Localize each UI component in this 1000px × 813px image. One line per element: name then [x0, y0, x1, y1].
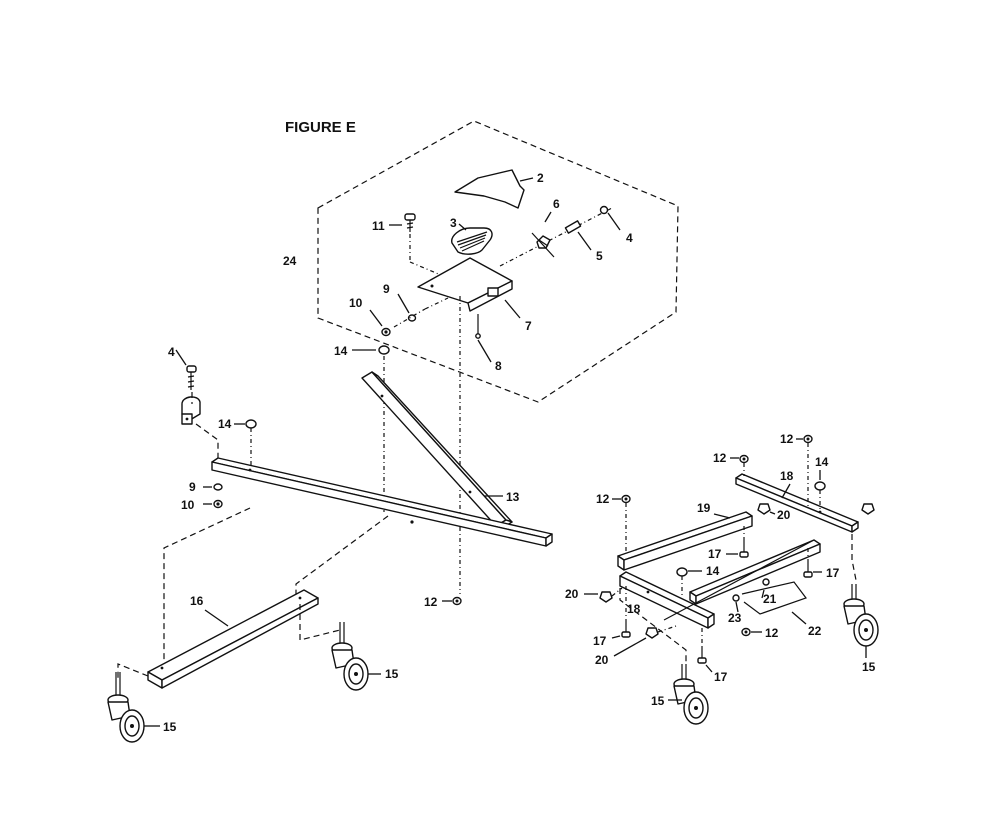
leader-right-caster	[851, 534, 857, 581]
part-4-bolt-left	[175, 349, 197, 390]
part-9-washer	[397, 293, 417, 322]
callout-4: 4	[626, 231, 633, 245]
callout-15-left: 15	[163, 720, 177, 734]
part-11-bolt	[389, 213, 449, 279]
callout-10: 10	[349, 296, 363, 310]
callout-9: 9	[383, 282, 390, 296]
part-8-screw	[475, 314, 492, 363]
callout-12-right-top: 12	[780, 432, 794, 446]
part-12-nut-right-b	[796, 434, 813, 508]
callout-6: 6	[553, 197, 560, 211]
callout-19: 19	[697, 501, 711, 515]
part-10-nut-left	[203, 499, 223, 509]
pivot-hardware-line	[499, 205, 621, 267]
part-10-nut	[369, 309, 391, 337]
callout-17-c: 17	[593, 634, 607, 648]
part-20-knob-b	[584, 587, 623, 603]
callout-23: 23	[728, 611, 742, 625]
part-4-nut	[599, 205, 621, 231]
callout-17-b: 17	[826, 566, 840, 580]
part-18-rail-lower	[619, 571, 715, 629]
callout-3: 3	[450, 216, 457, 230]
callout-12-right-d: 12	[765, 626, 779, 640]
leader-left-caster-right	[619, 588, 687, 662]
callout-4-left: 4	[168, 345, 175, 359]
callout-14-right-a: 14	[815, 455, 829, 469]
part-15-caster-right-bottom	[668, 664, 709, 725]
part-15-caster-left	[107, 672, 160, 743]
part-9-washer-left	[203, 483, 223, 491]
part-rail-long	[211, 457, 553, 547]
callout-8: 8	[495, 359, 502, 373]
part-17-bolt-d	[697, 628, 713, 673]
part-17-bolt-a	[726, 526, 749, 558]
callout-5: 5	[596, 249, 603, 263]
bracket-clamp	[181, 392, 201, 425]
part-14-washer-right-b	[676, 567, 702, 596]
part-15-caster-middle	[331, 622, 381, 691]
callout-13: 13	[506, 490, 520, 504]
part-12-nut-right-a	[730, 454, 749, 476]
callout-20-a: 20	[777, 508, 791, 522]
part-14-washer-top	[352, 345, 390, 355]
callout-18-lower: 18	[627, 602, 641, 616]
part-6-spring	[531, 211, 555, 258]
part-7-pedal-bracket	[417, 257, 521, 319]
callout-16: 16	[190, 594, 204, 608]
callout-21: 21	[763, 592, 777, 606]
assembly-24-boundary	[317, 120, 679, 403]
callout-24: 24	[283, 254, 297, 268]
part-15-caster-right-top	[843, 584, 879, 658]
leader-16-to-caster	[117, 663, 149, 680]
callout-9-left: 9	[189, 480, 196, 494]
part-23-pin	[732, 594, 740, 613]
callout-2: 2	[537, 171, 544, 185]
part-17-bolt-c	[611, 586, 631, 639]
callout-17-a: 17	[708, 547, 722, 561]
part-16-base-bar	[147, 589, 319, 689]
part-20-knob-a	[757, 503, 776, 515]
figure-title: FIGURE E	[285, 119, 356, 136]
part-18-rail-top	[735, 473, 859, 533]
callout-15-right-bottom: 15	[651, 694, 665, 708]
part-2-decal	[454, 169, 534, 209]
callout-labels: 2 3 4 5 6 7 8 9 10 11 24 14 4 14 9 10 13…	[163, 171, 876, 734]
callout-17-d: 17	[714, 670, 728, 684]
part-17-bolt-b	[803, 548, 822, 578]
callout-18-top: 18	[780, 469, 794, 483]
leader-rail-to-16	[163, 507, 251, 662]
part-12-nut-right-d	[741, 627, 762, 637]
callout-15-right-top: 15	[862, 660, 876, 674]
part-19-rail	[617, 511, 753, 571]
part-12-nut-right-c	[612, 494, 631, 552]
callout-12-right-c: 12	[596, 492, 610, 506]
callout-11: 11	[372, 219, 385, 233]
part-20-knob-right	[861, 503, 875, 515]
part-14-washer-right-a	[814, 470, 826, 510]
part-3-pedal-pad	[451, 223, 493, 255]
callout-20-c: 20	[595, 653, 609, 667]
callout-7: 7	[525, 319, 532, 333]
part-5-pin	[564, 220, 592, 251]
part-12-nut-left	[442, 596, 462, 606]
callout-20-b: 20	[565, 587, 579, 601]
part-14-washer-left	[234, 419, 257, 429]
cross-rail-2	[663, 539, 815, 621]
callout-22: 22	[808, 624, 822, 638]
callout-12-right-a: 12	[713, 451, 727, 465]
part-20-knob-c	[613, 625, 677, 657]
callout-14-right-b: 14	[706, 564, 720, 578]
part-22-handle	[741, 581, 807, 625]
leader-16-to-caster-b	[299, 604, 341, 641]
callout-14-top: 14	[334, 344, 348, 358]
callout-12-left: 12	[424, 595, 438, 609]
callout-10-left: 10	[181, 498, 195, 512]
part-21-pin	[761, 578, 770, 599]
callout-14-left: 14	[218, 417, 232, 431]
leader-bracket-to-rail	[195, 423, 219, 460]
callout-15-middle: 15	[385, 667, 399, 681]
leader-rail-to-16b	[295, 515, 389, 600]
